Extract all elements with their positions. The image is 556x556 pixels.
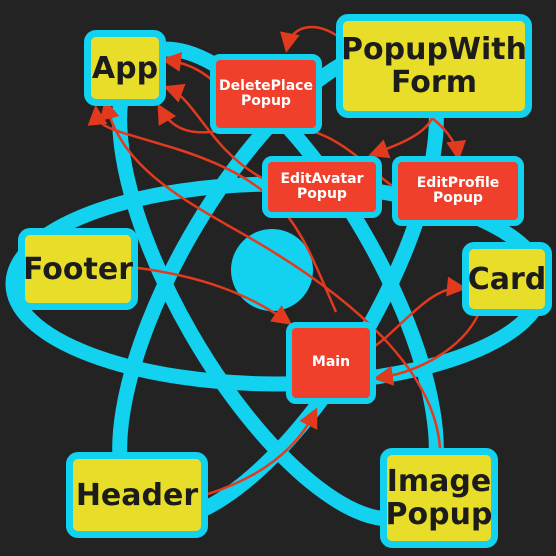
- atom-nucleus: [231, 229, 313, 311]
- node-main: Main: [286, 322, 376, 404]
- node-edit-avatar-popup: EditAvatar Popup: [262, 156, 382, 218]
- node-header: Header: [66, 452, 208, 538]
- arrow-popupwithform-to-deleteplace: [280, 25, 341, 53]
- arrow-imagepopup-to-app: [99, 99, 442, 449]
- node-card: Card: [462, 242, 552, 316]
- arrow-main-to-app: [87, 105, 338, 313]
- arrow-footer-to-main: [137, 266, 293, 325]
- node-popup-with-form: PopupWith Form: [336, 14, 532, 118]
- arrow-main-to-card: [371, 276, 467, 350]
- node-edit-profile-popup: EditProfile Popup: [392, 156, 524, 226]
- arrow-header-to-main: [207, 407, 318, 496]
- arrow-editavatar-to-app: [163, 83, 263, 180]
- node-delete-place-popup: DeletePlace Popup: [210, 54, 322, 134]
- arrow-popupwithform-to-editprofile: [431, 117, 467, 161]
- node-image-popup: Image Popup: [380, 448, 498, 548]
- arrow-popupwithform-to-editavatar: [368, 117, 434, 159]
- node-app: App: [84, 30, 166, 106]
- node-footer: Footer: [18, 228, 138, 310]
- arrow-deleteplace-to-app: [161, 51, 213, 81]
- arrow-card-to-main: [373, 314, 480, 386]
